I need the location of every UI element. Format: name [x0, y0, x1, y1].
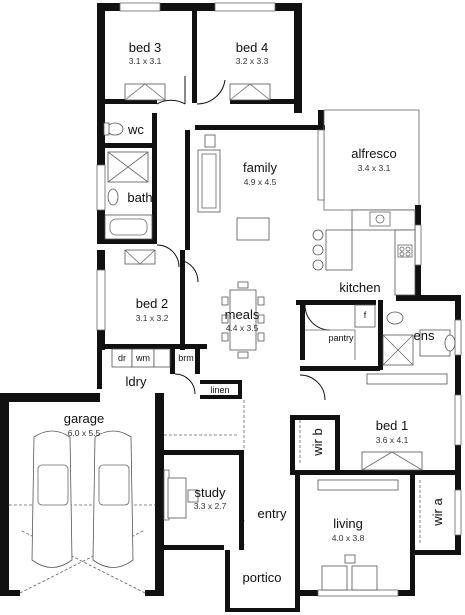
- size-study: 3.3 x 2.7: [194, 501, 227, 511]
- label-wir-b: wir b: [310, 428, 325, 456]
- size-bed4: 3.2 x 3.3: [236, 56, 269, 66]
- label-entry: entry: [258, 506, 287, 521]
- label-family: family: [243, 160, 277, 175]
- fixtures: [31, 83, 456, 591]
- size-meals: 4.4 x 3.5: [226, 323, 259, 333]
- label-ldry: ldry: [126, 374, 147, 389]
- windows: [96, 2, 462, 597]
- label-fridge: f: [364, 310, 367, 320]
- label-bed3: bed 3: [129, 40, 162, 55]
- label-ens: ens: [414, 328, 435, 343]
- size-bed3: 3.1 x 3.1: [129, 56, 162, 66]
- label-wir-a: wir a: [430, 498, 445, 527]
- size-bed2: 3.1 x 3.2: [136, 313, 169, 323]
- size-alfresco: 3.4 x 3.1: [358, 163, 391, 173]
- size-living: 4.0 x 3.8: [332, 533, 365, 543]
- label-meals: meals: [225, 307, 260, 322]
- label-pantry: pantry: [328, 333, 354, 343]
- label-bed2: bed 2: [136, 296, 169, 311]
- size-garage: 6.0 x 5.5: [68, 428, 101, 438]
- label-bath: bath: [127, 190, 152, 205]
- label-kitchen: kitchen: [339, 280, 380, 295]
- label-living: living: [333, 516, 363, 531]
- size-family: 4.9 x 4.5: [244, 177, 277, 187]
- label-dr: dr: [118, 353, 126, 363]
- label-study: study: [194, 485, 226, 500]
- size-bed1: 3.6 x 4.1: [376, 435, 409, 445]
- label-wc: wc: [127, 122, 144, 137]
- label-wm: wm: [135, 353, 150, 363]
- label-alfresco: alfresco: [351, 146, 397, 161]
- label-linen: linen: [210, 385, 229, 395]
- label-garage: garage: [64, 411, 104, 426]
- label-bed1: bed 1: [376, 418, 409, 433]
- label-portico: portico: [242, 570, 281, 585]
- label-brm: brm: [178, 353, 194, 363]
- room-labels: bed 3 3.1 x 3.1 bed 4 3.2 x 3.3 wc bath …: [64, 40, 445, 585]
- label-bed4: bed 4: [236, 40, 269, 55]
